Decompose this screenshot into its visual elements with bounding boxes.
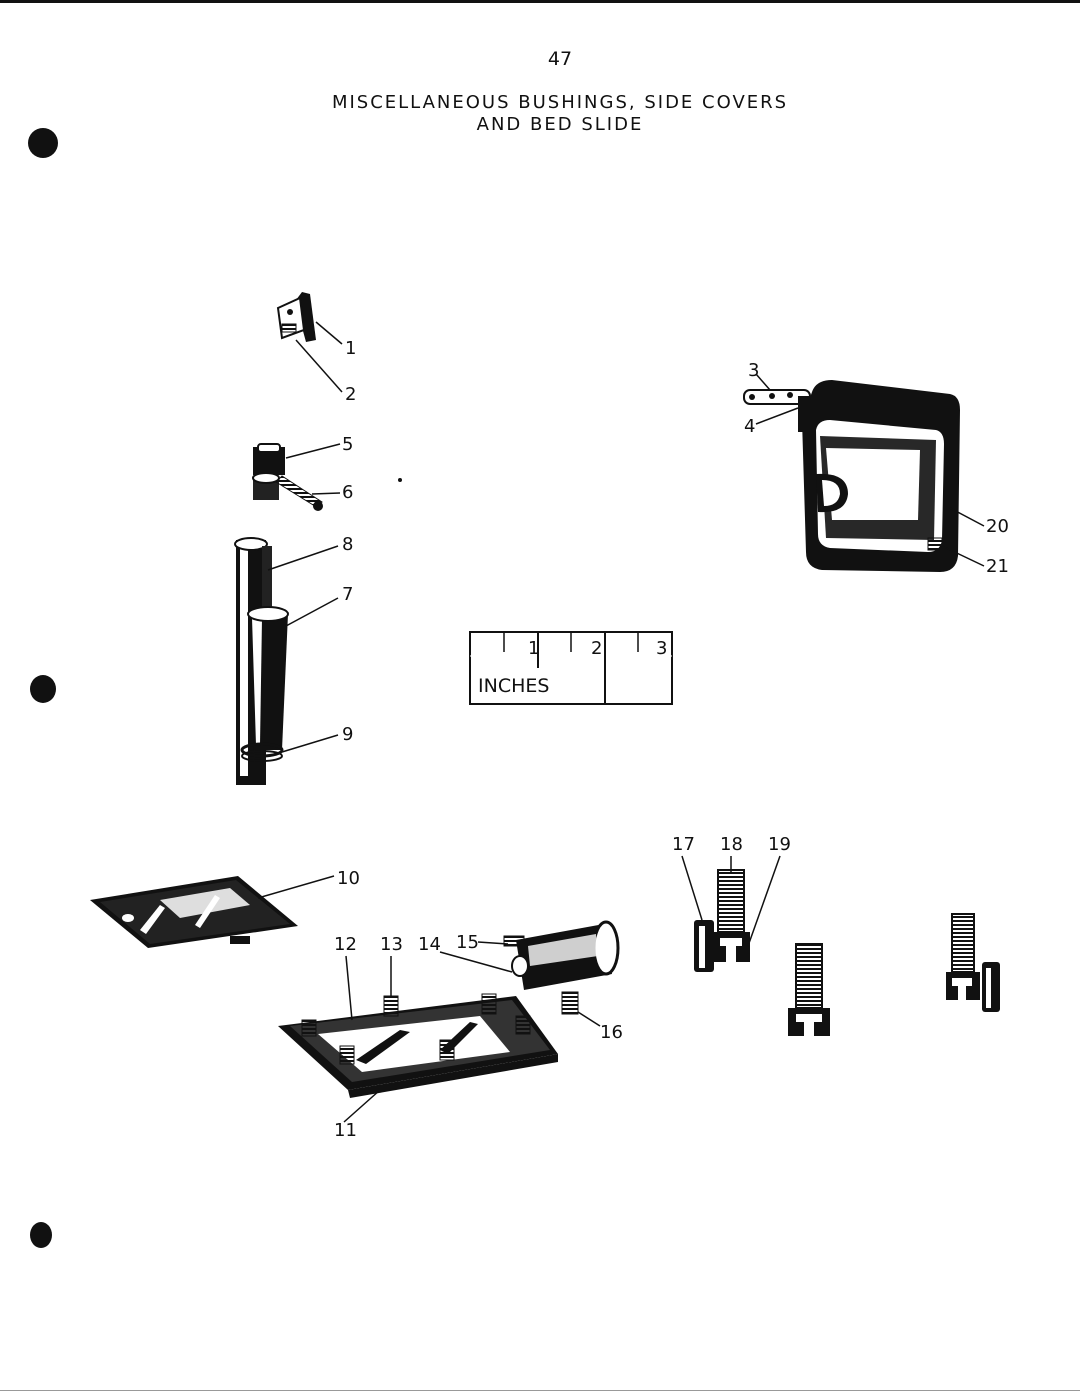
clip-part-9 bbox=[240, 742, 284, 762]
leader-line-15 bbox=[477, 941, 509, 945]
scale-unit-label: INCHES bbox=[478, 675, 550, 697]
leader-line-2 bbox=[295, 339, 343, 393]
cylinder-part-14 bbox=[503, 920, 620, 990]
leader-line-4 bbox=[755, 407, 799, 425]
leader-line-6 bbox=[311, 492, 341, 495]
leader-line-17 bbox=[681, 855, 703, 921]
leader-line-1 bbox=[315, 321, 343, 345]
leader-line-11 bbox=[343, 1089, 381, 1123]
leader-line-9 bbox=[281, 734, 339, 753]
callout-21: 21 bbox=[986, 556, 1009, 577]
screw-part-18 bbox=[712, 869, 750, 962]
callout-19: 19 bbox=[768, 834, 791, 855]
callout-12: 12 bbox=[334, 934, 357, 955]
callout-13: 13 bbox=[380, 934, 403, 955]
callout-17: 17 bbox=[672, 834, 695, 855]
callout-8: 8 bbox=[342, 534, 354, 555]
bottom-rule bbox=[0, 1390, 1080, 1391]
bed-slide-part-10 bbox=[90, 876, 298, 948]
inch-scale bbox=[469, 631, 673, 705]
callout-10: 10 bbox=[337, 868, 360, 889]
leader-line-5 bbox=[285, 443, 341, 459]
page-title-line-1: MISCELLANEOUS BUSHINGS, SIDE COVERS bbox=[331, 92, 789, 113]
callout-5: 5 bbox=[342, 434, 354, 455]
leader-line-3 bbox=[755, 373, 771, 391]
callout-6: 6 bbox=[342, 482, 354, 503]
bushing-part-7 bbox=[247, 606, 289, 750]
leader-line-7 bbox=[285, 597, 339, 627]
leader-line-12 bbox=[345, 955, 353, 1021]
callout-20: 20 bbox=[986, 516, 1009, 537]
side-cover-part-20 bbox=[802, 380, 960, 572]
leader-line-10 bbox=[257, 875, 335, 899]
callout-2: 2 bbox=[345, 384, 357, 405]
hinge-part-3 bbox=[743, 389, 811, 432]
leader-line-14 bbox=[439, 951, 513, 973]
bracket-part-1 bbox=[276, 292, 316, 342]
top-rule bbox=[0, 0, 1080, 3]
leader-line-16 bbox=[577, 1011, 601, 1027]
callout-1: 1 bbox=[345, 338, 357, 359]
page-number: 47 bbox=[547, 48, 573, 70]
page-title-line-2: AND BED SLIDE bbox=[476, 114, 644, 135]
leader-line-21 bbox=[941, 545, 985, 567]
scale-number-2: 2 bbox=[591, 638, 603, 659]
callout-15: 15 bbox=[456, 932, 479, 953]
callout-16: 16 bbox=[600, 1022, 623, 1043]
leader-line-19 bbox=[747, 855, 781, 947]
callout-9: 9 bbox=[342, 724, 354, 745]
callout-18: 18 bbox=[720, 834, 743, 855]
callout-14: 14 bbox=[418, 934, 441, 955]
screw-unlabeled-b bbox=[946, 913, 1000, 1012]
stud-set-part-13 bbox=[301, 991, 579, 1065]
plate-part-11 bbox=[278, 996, 558, 1098]
binder-hole-mark bbox=[30, 1222, 52, 1248]
screw-unlabeled-a bbox=[788, 943, 830, 1036]
pin-part-17 bbox=[694, 920, 714, 972]
leader-line-8 bbox=[267, 545, 339, 571]
callout-3: 3 bbox=[748, 360, 760, 381]
callout-4: 4 bbox=[744, 416, 756, 437]
callout-11: 11 bbox=[334, 1120, 357, 1141]
callout-7: 7 bbox=[342, 584, 354, 605]
binder-hole-mark bbox=[30, 675, 56, 703]
binder-hole-mark bbox=[28, 128, 58, 158]
scale-number-1: 1 bbox=[528, 638, 540, 659]
scale-number-3: 3 bbox=[656, 638, 668, 659]
leader-line-20 bbox=[949, 507, 985, 527]
bushing-part-5 bbox=[252, 443, 323, 511]
